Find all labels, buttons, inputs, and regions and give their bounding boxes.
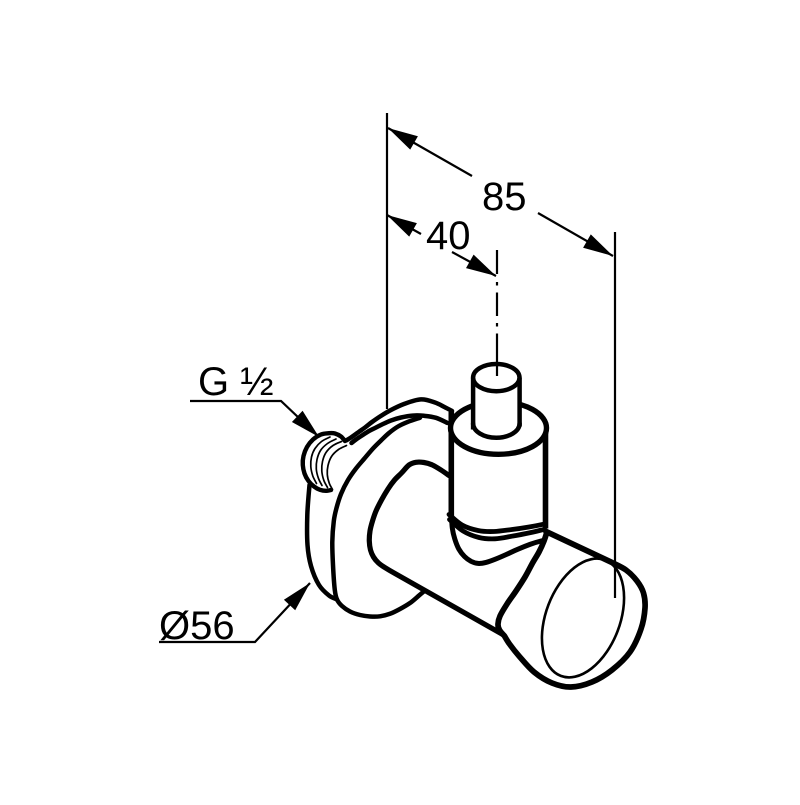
svg-text:G ½: G ½ — [198, 360, 274, 404]
svg-text:Ø56: Ø56 — [159, 604, 235, 648]
svg-text:40: 40 — [426, 214, 471, 258]
svg-text:85: 85 — [482, 175, 527, 219]
